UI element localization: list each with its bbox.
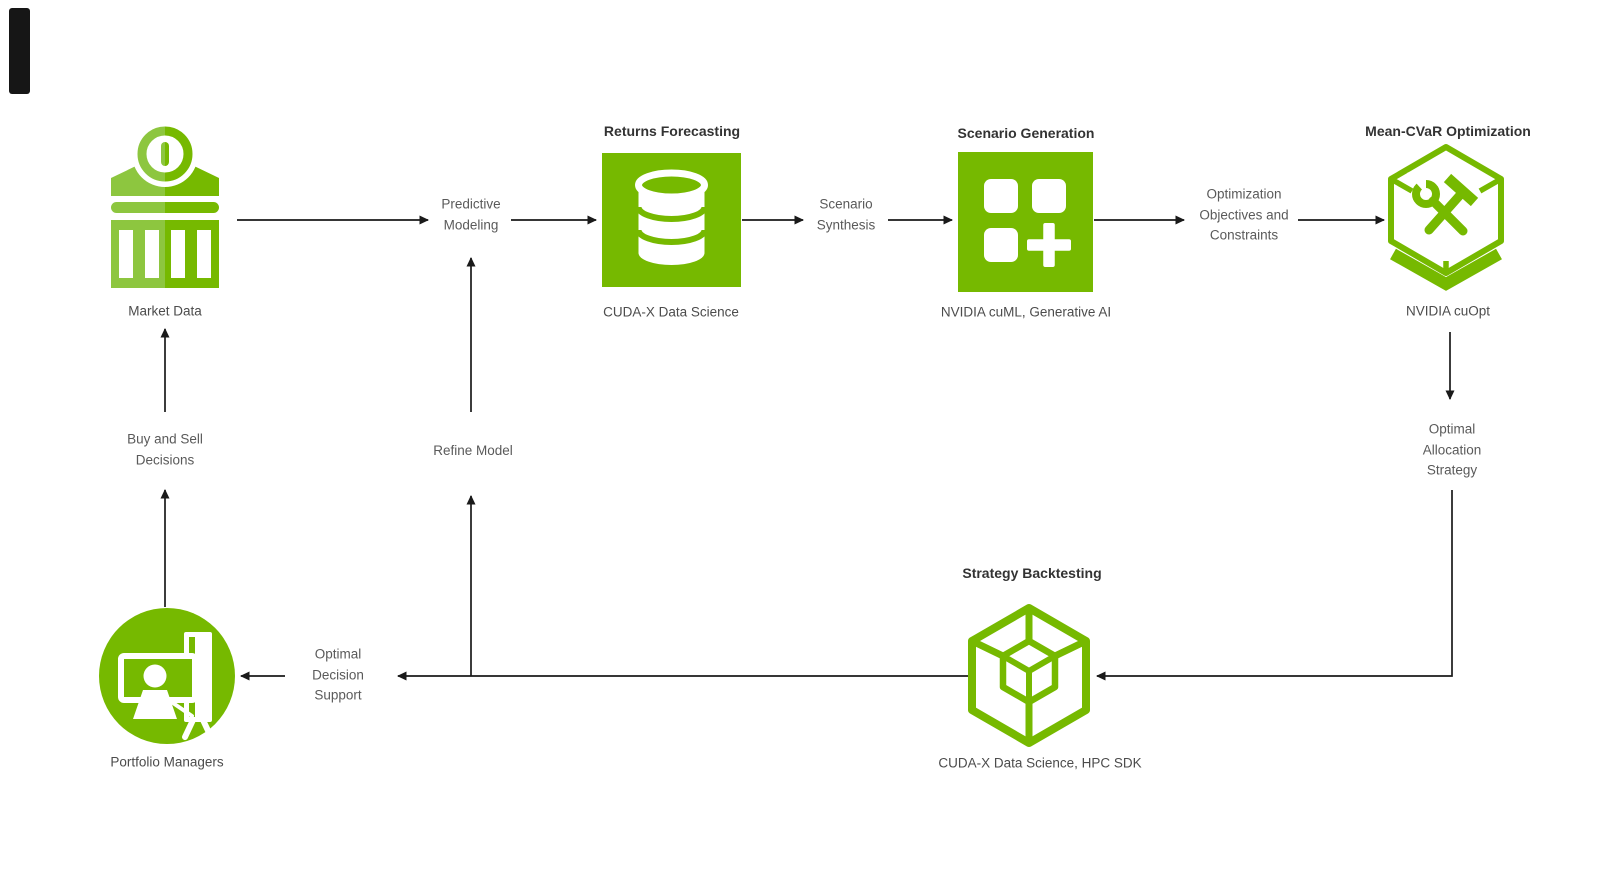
optimization-objectives-line1: Optimization bbox=[1206, 186, 1282, 202]
mean-cvar-title: Mean-CVaR Optimization bbox=[1365, 123, 1531, 139]
bank-icon bbox=[106, 116, 224, 292]
database-icon bbox=[602, 153, 741, 287]
scenario-synthesis-line2: Synthesis bbox=[816, 217, 876, 232]
scenario-generation-label: NVIDIA cuML, Generative AI bbox=[940, 304, 1112, 320]
predictive-modeling-line2: Modeling bbox=[443, 217, 499, 232]
hexagon-tools-icon bbox=[1381, 142, 1511, 294]
refine-model-label: Refine Model bbox=[430, 440, 516, 462]
portfolio-managers-label: Portfolio Managers bbox=[110, 754, 224, 770]
scenario-synthesis-label: Scenario Synthesis bbox=[813, 194, 879, 236]
optimal-allocation-label: Optimal Allocation Strategy bbox=[1419, 419, 1485, 481]
dark-corner-element bbox=[9, 8, 30, 94]
buy-and-sell-line2: Decisions bbox=[135, 452, 195, 467]
strategy-backtesting-label: CUDA-X Data Science, HPC SDK bbox=[938, 755, 1142, 771]
buy-and-sell-label: Buy and Sell Decisions bbox=[124, 429, 206, 471]
returns-forecasting-title: Returns Forecasting bbox=[603, 123, 741, 139]
predictive-modeling-label: Predictive Modeling bbox=[438, 194, 504, 236]
optimal-allocation-line2: Allocation bbox=[1422, 441, 1482, 457]
strategy-backtesting-title: Strategy Backtesting bbox=[962, 565, 1102, 581]
line-allocation-to-backtesting bbox=[1096, 490, 1453, 681]
optimal-allocation-line3: Strategy bbox=[1426, 462, 1478, 478]
market-data-label: Market Data bbox=[128, 303, 202, 319]
optimal-decision-label: Optimal Decision Support bbox=[309, 644, 367, 706]
nvidia-cuopt-label: NVIDIA cuOpt bbox=[1405, 303, 1491, 319]
cube-icon bbox=[965, 602, 1093, 750]
predictive-modeling-line1: Predictive bbox=[441, 196, 501, 212]
optimization-objectives-label: Optimization Objectives and Constraints bbox=[1196, 184, 1292, 246]
optimal-decision-line3: Support bbox=[314, 687, 362, 703]
scenario-synthesis-line1: Scenario bbox=[819, 196, 873, 212]
optimal-decision-line1: Optimal bbox=[314, 646, 362, 662]
presenter-icon bbox=[97, 606, 237, 746]
grid-plus-icon bbox=[958, 152, 1093, 292]
scenario-generation-title: Scenario Generation bbox=[957, 125, 1095, 141]
refine-model-line1: Refine Model bbox=[433, 442, 513, 458]
optimal-allocation-line1: Optimal bbox=[1428, 421, 1476, 437]
optimization-objectives-line3: Constraints bbox=[1209, 227, 1279, 243]
buy-and-sell-line1: Buy and Sell bbox=[127, 431, 203, 447]
returns-forecasting-label: CUDA-X Data Science bbox=[603, 304, 739, 320]
optimal-decision-line2: Decision bbox=[312, 666, 364, 682]
optimization-objectives-line2: Objectives and bbox=[1199, 206, 1289, 222]
